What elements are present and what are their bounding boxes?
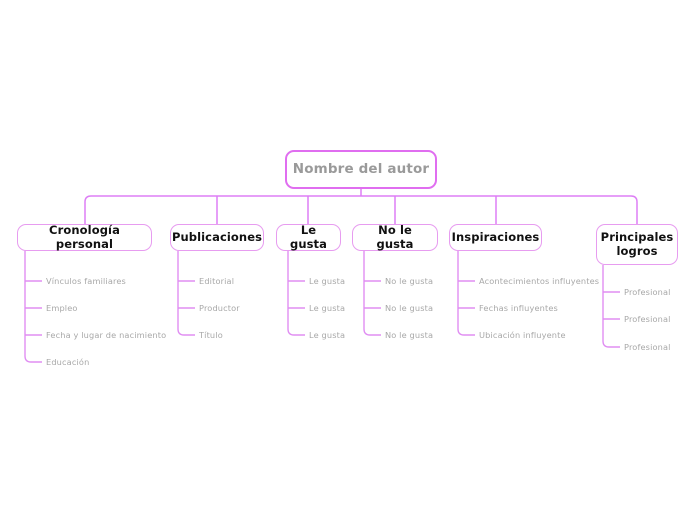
leaf-label: Profesional xyxy=(624,287,671,297)
leaf-spine-5 xyxy=(457,251,475,336)
leaf-item[interactable]: Empleo xyxy=(46,303,78,313)
leaf-spine-2 xyxy=(177,251,195,336)
leaf-label: Ubicación influyente xyxy=(479,330,566,340)
leaf-spine-4 xyxy=(363,251,381,336)
leaf-label: No le gusta xyxy=(385,303,434,313)
leaf-label: Productor xyxy=(199,303,240,313)
connector-bus xyxy=(84,195,638,212)
leaf-item[interactable]: Acontecimientos influyentes xyxy=(479,276,599,286)
leaf-label: No le gusta xyxy=(385,276,434,286)
leaf-item[interactable]: Profesional xyxy=(624,342,671,352)
leaf-spine-6 xyxy=(602,265,620,348)
leaf-item[interactable]: Ubicación influyente xyxy=(479,330,566,340)
leaf-label: Le gusta xyxy=(309,276,346,286)
root-node[interactable]: Nombre del autor xyxy=(285,150,437,189)
leaf-item[interactable]: No le gusta xyxy=(385,330,433,340)
branch-node-publicaciones[interactable]: Publicaciones xyxy=(170,224,264,251)
leaf-item[interactable]: Profesional xyxy=(624,314,671,324)
leaf-label: Fecha y lugar de nacimiento xyxy=(46,330,167,340)
leaf-spine-1 xyxy=(24,251,42,363)
root-node-label: Nombre del autor xyxy=(292,160,430,177)
branch-node-inspiraciones[interactable]: Inspiraciones xyxy=(449,224,542,251)
leaf-label: Acontecimientos influyentes xyxy=(479,276,600,286)
branch-node-label: Publicaciones xyxy=(171,229,263,244)
branch-node-label: Le gusta xyxy=(289,223,328,251)
leaf-item[interactable]: Educación xyxy=(46,357,89,367)
leaf-label: Le gusta xyxy=(309,303,346,313)
leaf-item[interactable]: Editorial xyxy=(199,276,234,286)
leaf-label: Editorial xyxy=(199,276,235,286)
branch-node-label: Principales logros xyxy=(600,230,674,258)
leaf-label: Empleo xyxy=(46,303,78,313)
leaf-label: Educación xyxy=(46,357,90,367)
leaf-item[interactable]: No le gusta xyxy=(385,276,433,286)
leaf-item[interactable]: Le gusta xyxy=(309,276,345,286)
leaf-item[interactable]: Le gusta xyxy=(309,330,345,340)
leaf-item[interactable]: Le gusta xyxy=(309,303,345,313)
leaf-item[interactable]: Título xyxy=(199,330,223,340)
branch-node-label: No le gusta xyxy=(376,223,414,251)
leaf-label: Título xyxy=(199,330,223,340)
leaf-item[interactable]: No le gusta xyxy=(385,303,433,313)
leaf-item[interactable]: Fechas influyentes xyxy=(479,303,558,313)
leaf-item[interactable]: Fecha y lugar de nacimiento xyxy=(46,330,166,340)
branch-node-le-gusta[interactable]: Le gusta xyxy=(276,224,341,251)
branch-node-label: Cronología personal xyxy=(49,223,120,251)
leaf-spine-3 xyxy=(287,251,305,336)
leaf-label: Vínculos familiares xyxy=(46,276,126,286)
branch-node-cronologia-personal[interactable]: Cronología personal xyxy=(17,224,152,251)
leaf-label: Profesional xyxy=(624,342,671,352)
leaf-label: Le gusta xyxy=(309,330,346,340)
leaf-item[interactable]: Vínculos familiares xyxy=(46,276,126,286)
branch-node-principales-logros[interactable]: Principales logros xyxy=(596,224,678,265)
leaf-label: Fechas influyentes xyxy=(479,303,558,313)
leaf-label: Profesional xyxy=(624,314,671,324)
leaf-item[interactable]: Profesional xyxy=(624,287,671,297)
branch-node-label: Inspiraciones xyxy=(451,229,540,244)
branch-node-no-le-gusta[interactable]: No le gusta xyxy=(352,224,438,251)
leaf-label: No le gusta xyxy=(385,330,434,340)
leaf-item[interactable]: Productor xyxy=(199,303,240,313)
